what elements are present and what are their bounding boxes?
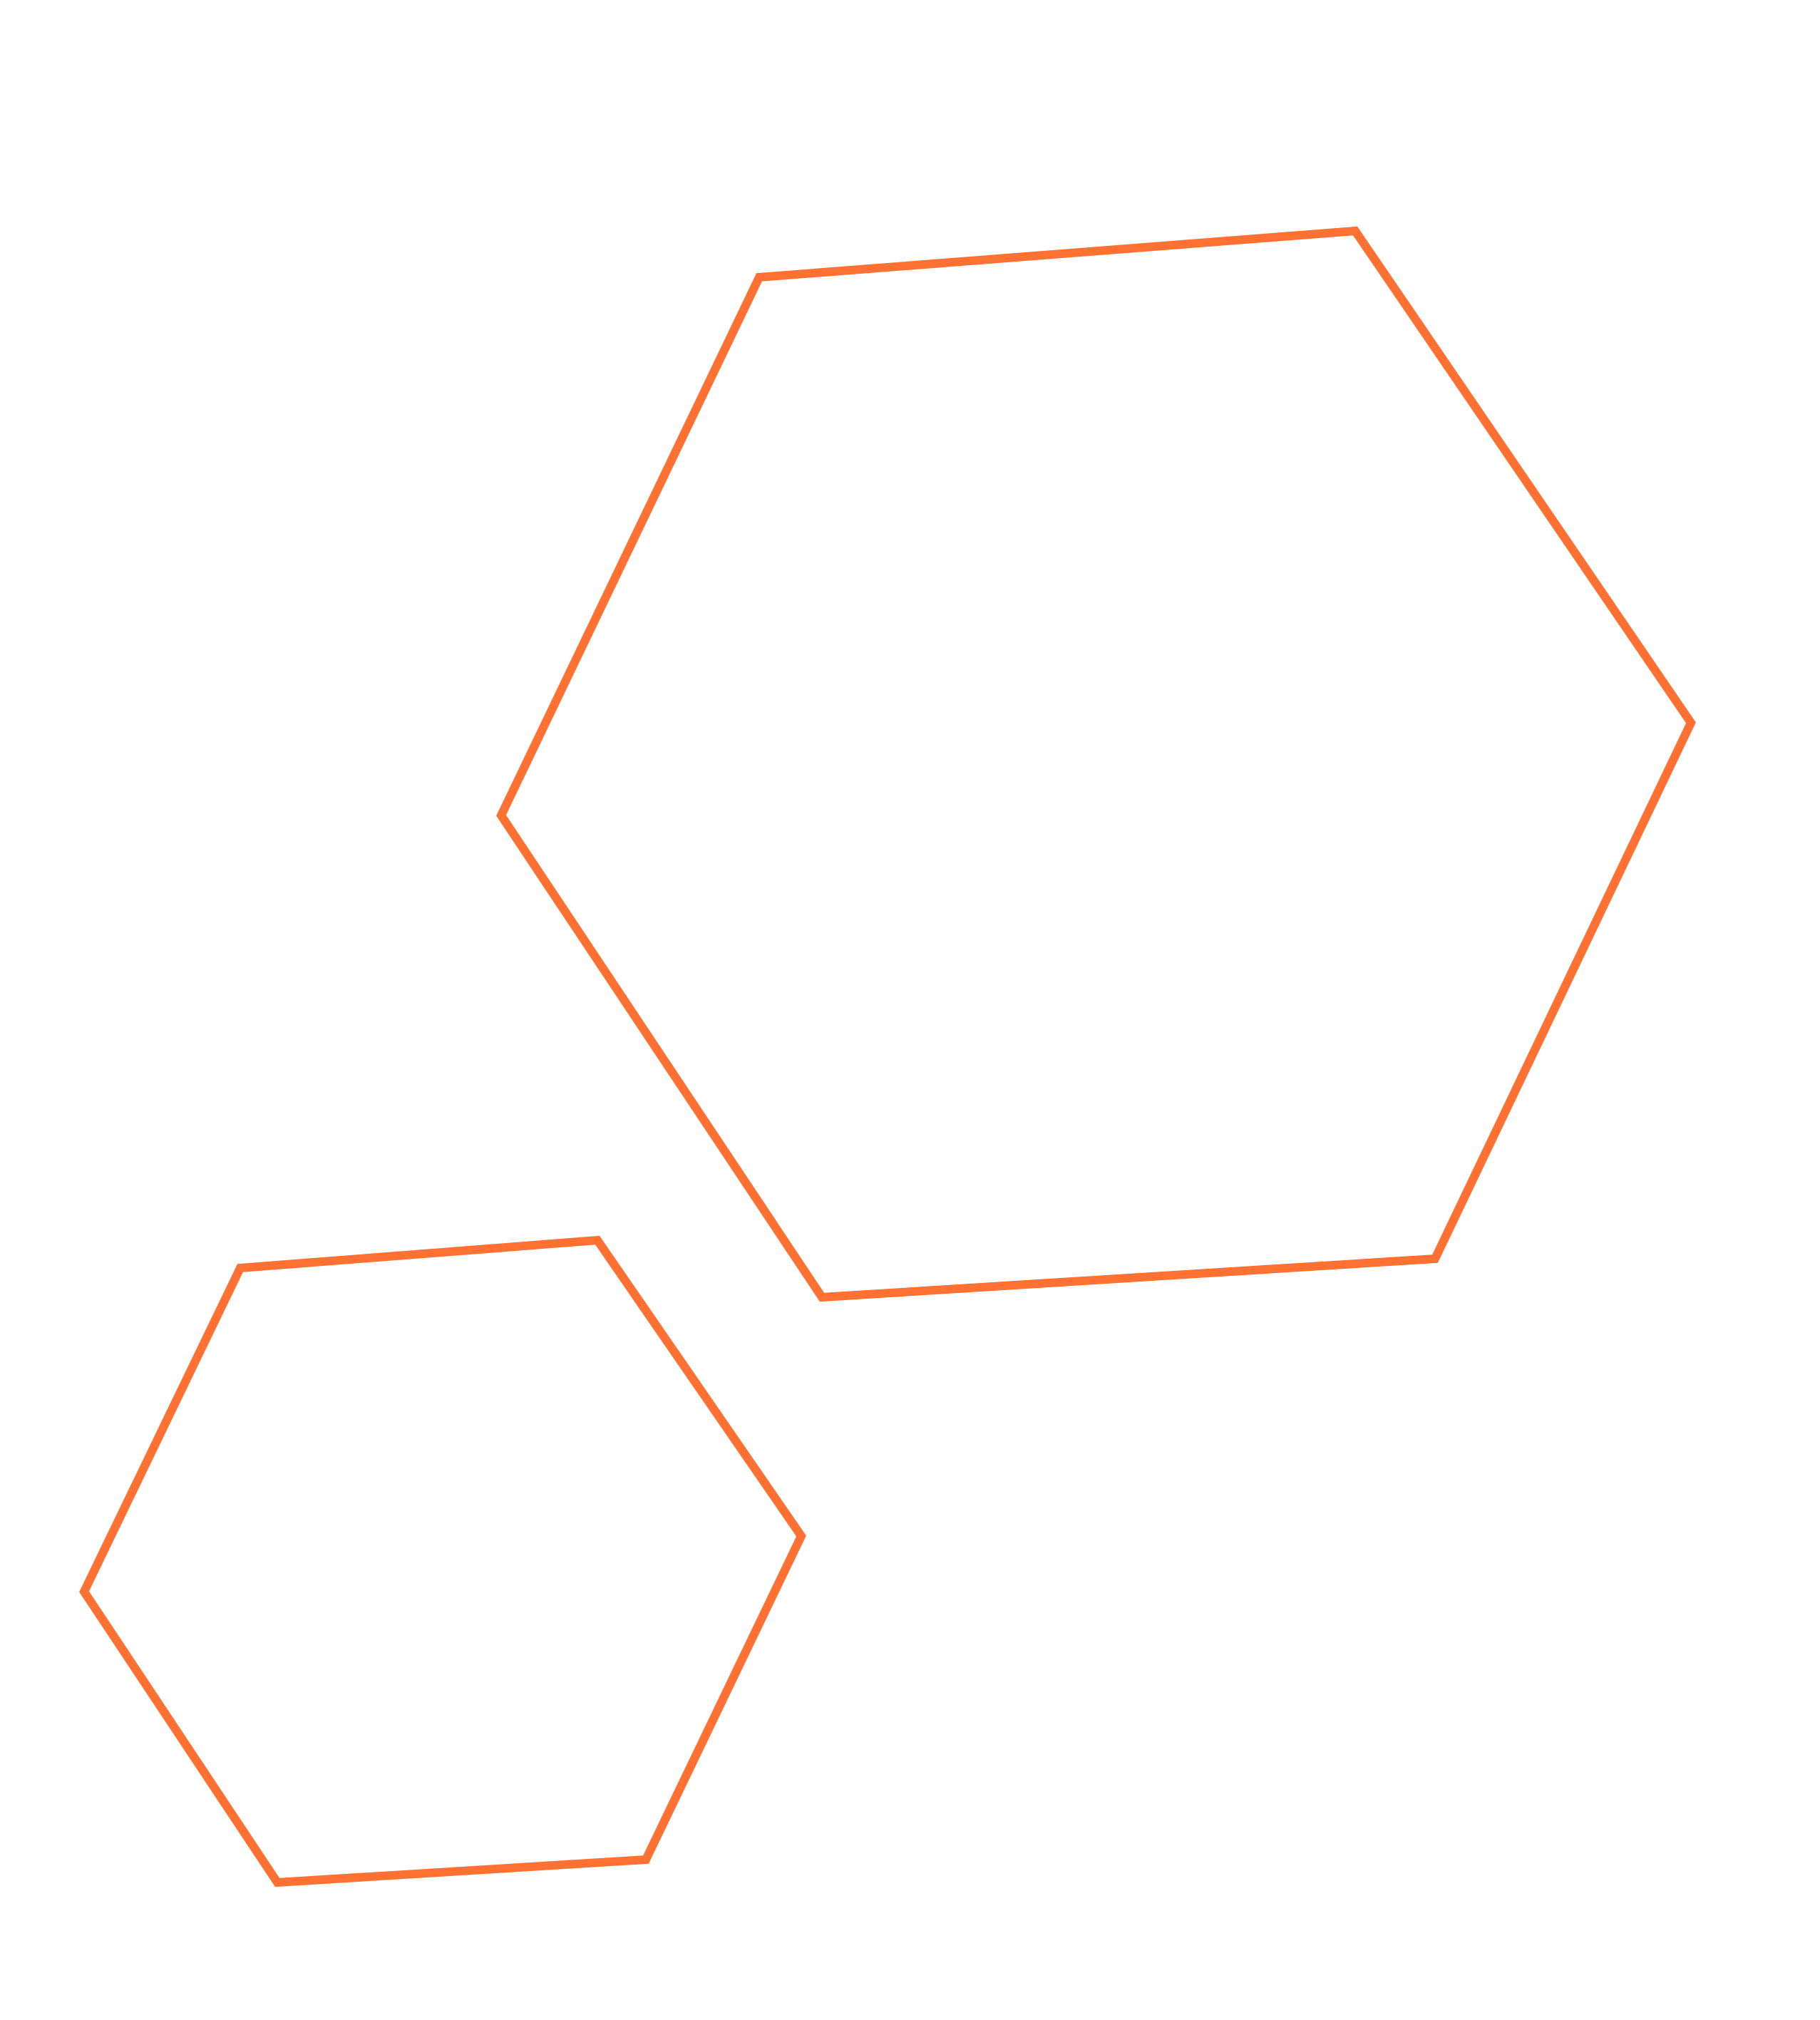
small-hexagon [79,1235,806,1887]
large-hexagon [496,226,1696,1302]
